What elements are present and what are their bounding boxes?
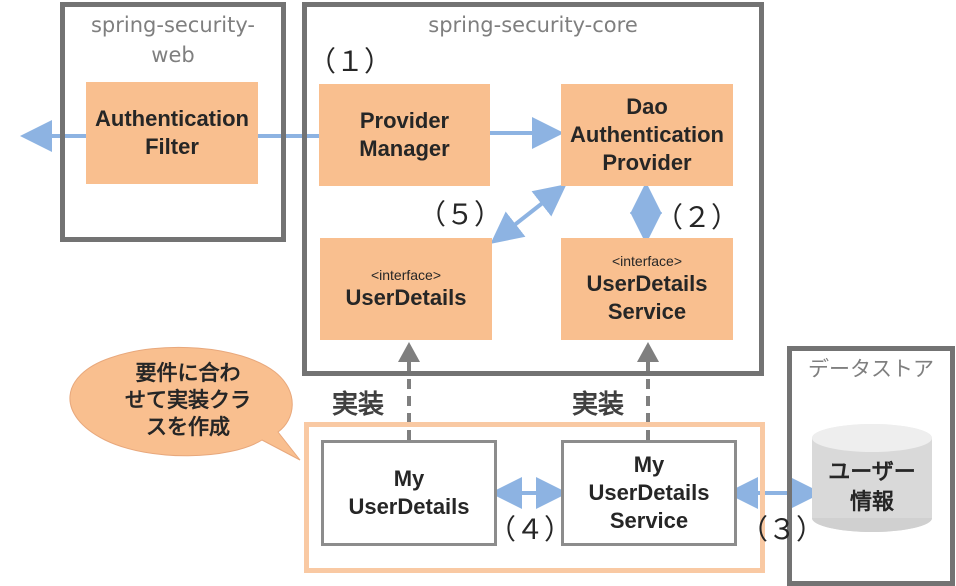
step-5: （５） bbox=[418, 198, 503, 231]
authentication-filter-box: Authentication Filter bbox=[86, 82, 258, 184]
callout-text: 要件に合わ せて実装クラ スを作成 bbox=[125, 361, 251, 439]
dao-authentication-provider-box: Dao Authentication Provider bbox=[561, 84, 733, 186]
step-1: （１） bbox=[308, 45, 393, 78]
step-3: （３） bbox=[740, 513, 825, 546]
user-details-interface-box: <interface> UserDetails bbox=[320, 238, 492, 340]
implements-label-right: 実装 bbox=[572, 390, 625, 420]
user-details-service-interface-box: <interface> UserDetails Service bbox=[561, 238, 733, 340]
spring-security-core-title: spring-security-core bbox=[428, 13, 638, 37]
implementation-frame bbox=[304, 422, 765, 573]
spring-security-core-frame bbox=[302, 2, 764, 376]
step-4: （４） bbox=[488, 513, 573, 546]
user-info-label: ユーザー 情報 bbox=[828, 460, 916, 515]
my-user-details-service-box: My UserDetails Service bbox=[561, 440, 737, 546]
provider-manager-box: Provider Manager bbox=[319, 84, 490, 186]
impl-arrowhead-uds bbox=[637, 342, 659, 362]
spring-security-web-frame bbox=[60, 2, 286, 242]
datastore-frame bbox=[787, 346, 955, 586]
database-icon bbox=[812, 424, 932, 532]
implements-label-left: 実装 bbox=[332, 390, 385, 420]
arrow-dao-userdetails bbox=[490, 184, 567, 244]
step-2: （２） bbox=[655, 201, 740, 234]
spring-security-web-title: spring-security- web bbox=[90, 13, 255, 67]
my-user-details-box: My UserDetails bbox=[321, 440, 497, 546]
callout-bubble bbox=[69, 346, 301, 461]
datastore-title: データストア bbox=[808, 357, 934, 381]
impl-arrowhead-userdetails bbox=[398, 342, 420, 362]
